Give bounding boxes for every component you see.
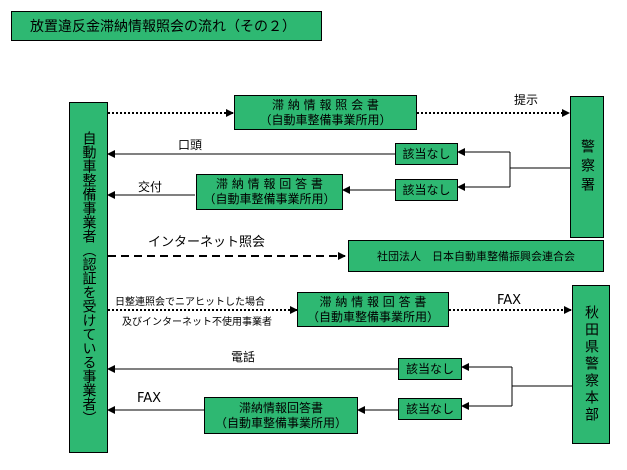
label-hit-line1: 日整連照会でニアヒットした場合 bbox=[115, 297, 265, 308]
label-phone: 電話 bbox=[231, 350, 256, 364]
police-station-box: 警察署 bbox=[570, 96, 604, 238]
police-station-label: 警察署 bbox=[579, 138, 595, 196]
prefectural-police-box: 秋田県警察本部 bbox=[572, 285, 610, 444]
answer-form-box-1: 滞 納 情 報 回 答 書 （自動車整備事業所用） bbox=[196, 174, 343, 210]
page-title: 放置違反金滞納情報照会の流れ（その２） bbox=[11, 11, 322, 41]
association-box: 社団法人 日本自動車整備振興会連合会 bbox=[348, 240, 604, 272]
no-match-box-4: 該当なし bbox=[398, 398, 462, 420]
answer-form-3-title: 滞納情報回答書 bbox=[238, 400, 323, 415]
no-match-label-2: 該当なし bbox=[402, 182, 451, 197]
prefectural-police-label: 秋田県警察本部 bbox=[583, 305, 599, 424]
answer-form-2-title: 滞 納 情 報 回 答 書 bbox=[319, 294, 427, 309]
answer-form-3-subtitle: （自動車整備事業所用） bbox=[214, 415, 347, 430]
label-hit-line2: 及びインターネット不使用事業者 bbox=[122, 317, 272, 328]
no-match-label-4: 該当なし bbox=[405, 401, 454, 416]
label-oral: 口頭 bbox=[178, 138, 203, 152]
answer-form-1-title: 滞 納 情 報 回 答 書 bbox=[216, 177, 323, 191]
maintenance-business-label: 自動車整備事業者（認証を受けている事業者） bbox=[80, 130, 97, 425]
no-match-label-1: 該当なし bbox=[402, 146, 451, 161]
answer-form-box-2: 滞 納 情 報 回 答 書 （自動車整備事業所用） bbox=[297, 292, 449, 327]
association-label: 社団法人 日本自動車整備振興会連合会 bbox=[377, 249, 575, 263]
label-fax-right: FAX bbox=[497, 293, 522, 308]
label-present: 提示 bbox=[514, 93, 539, 107]
no-match-box-2: 該当なし bbox=[395, 179, 458, 201]
answer-form-1-subtitle: （自動車整備事業所用） bbox=[203, 192, 336, 206]
no-match-box-3: 該当なし bbox=[398, 358, 462, 380]
label-deliver: 交付 bbox=[138, 180, 163, 194]
inquiry-form-box: 滞 納 情 報 照 会 書 （自動車整備事業所用） bbox=[234, 95, 417, 130]
inquiry-form-title: 滞 納 情 報 照 会 書 bbox=[272, 97, 379, 112]
inquiry-form-subtitle: （自動車整備事業所用） bbox=[259, 112, 392, 127]
no-match-box-1: 該当なし bbox=[395, 143, 458, 165]
answer-form-box-3: 滞納情報回答書 （自動車整備事業所用） bbox=[204, 397, 358, 434]
label-fax-left: FAX bbox=[137, 391, 162, 406]
no-match-label-3: 該当なし bbox=[405, 361, 454, 376]
answer-form-2-subtitle: （自動車整備事業所用） bbox=[306, 309, 439, 324]
label-internet: インターネット照会 bbox=[148, 235, 266, 250]
maintenance-business-box: 自動車整備事業者（認証を受けている事業者） bbox=[69, 102, 108, 453]
